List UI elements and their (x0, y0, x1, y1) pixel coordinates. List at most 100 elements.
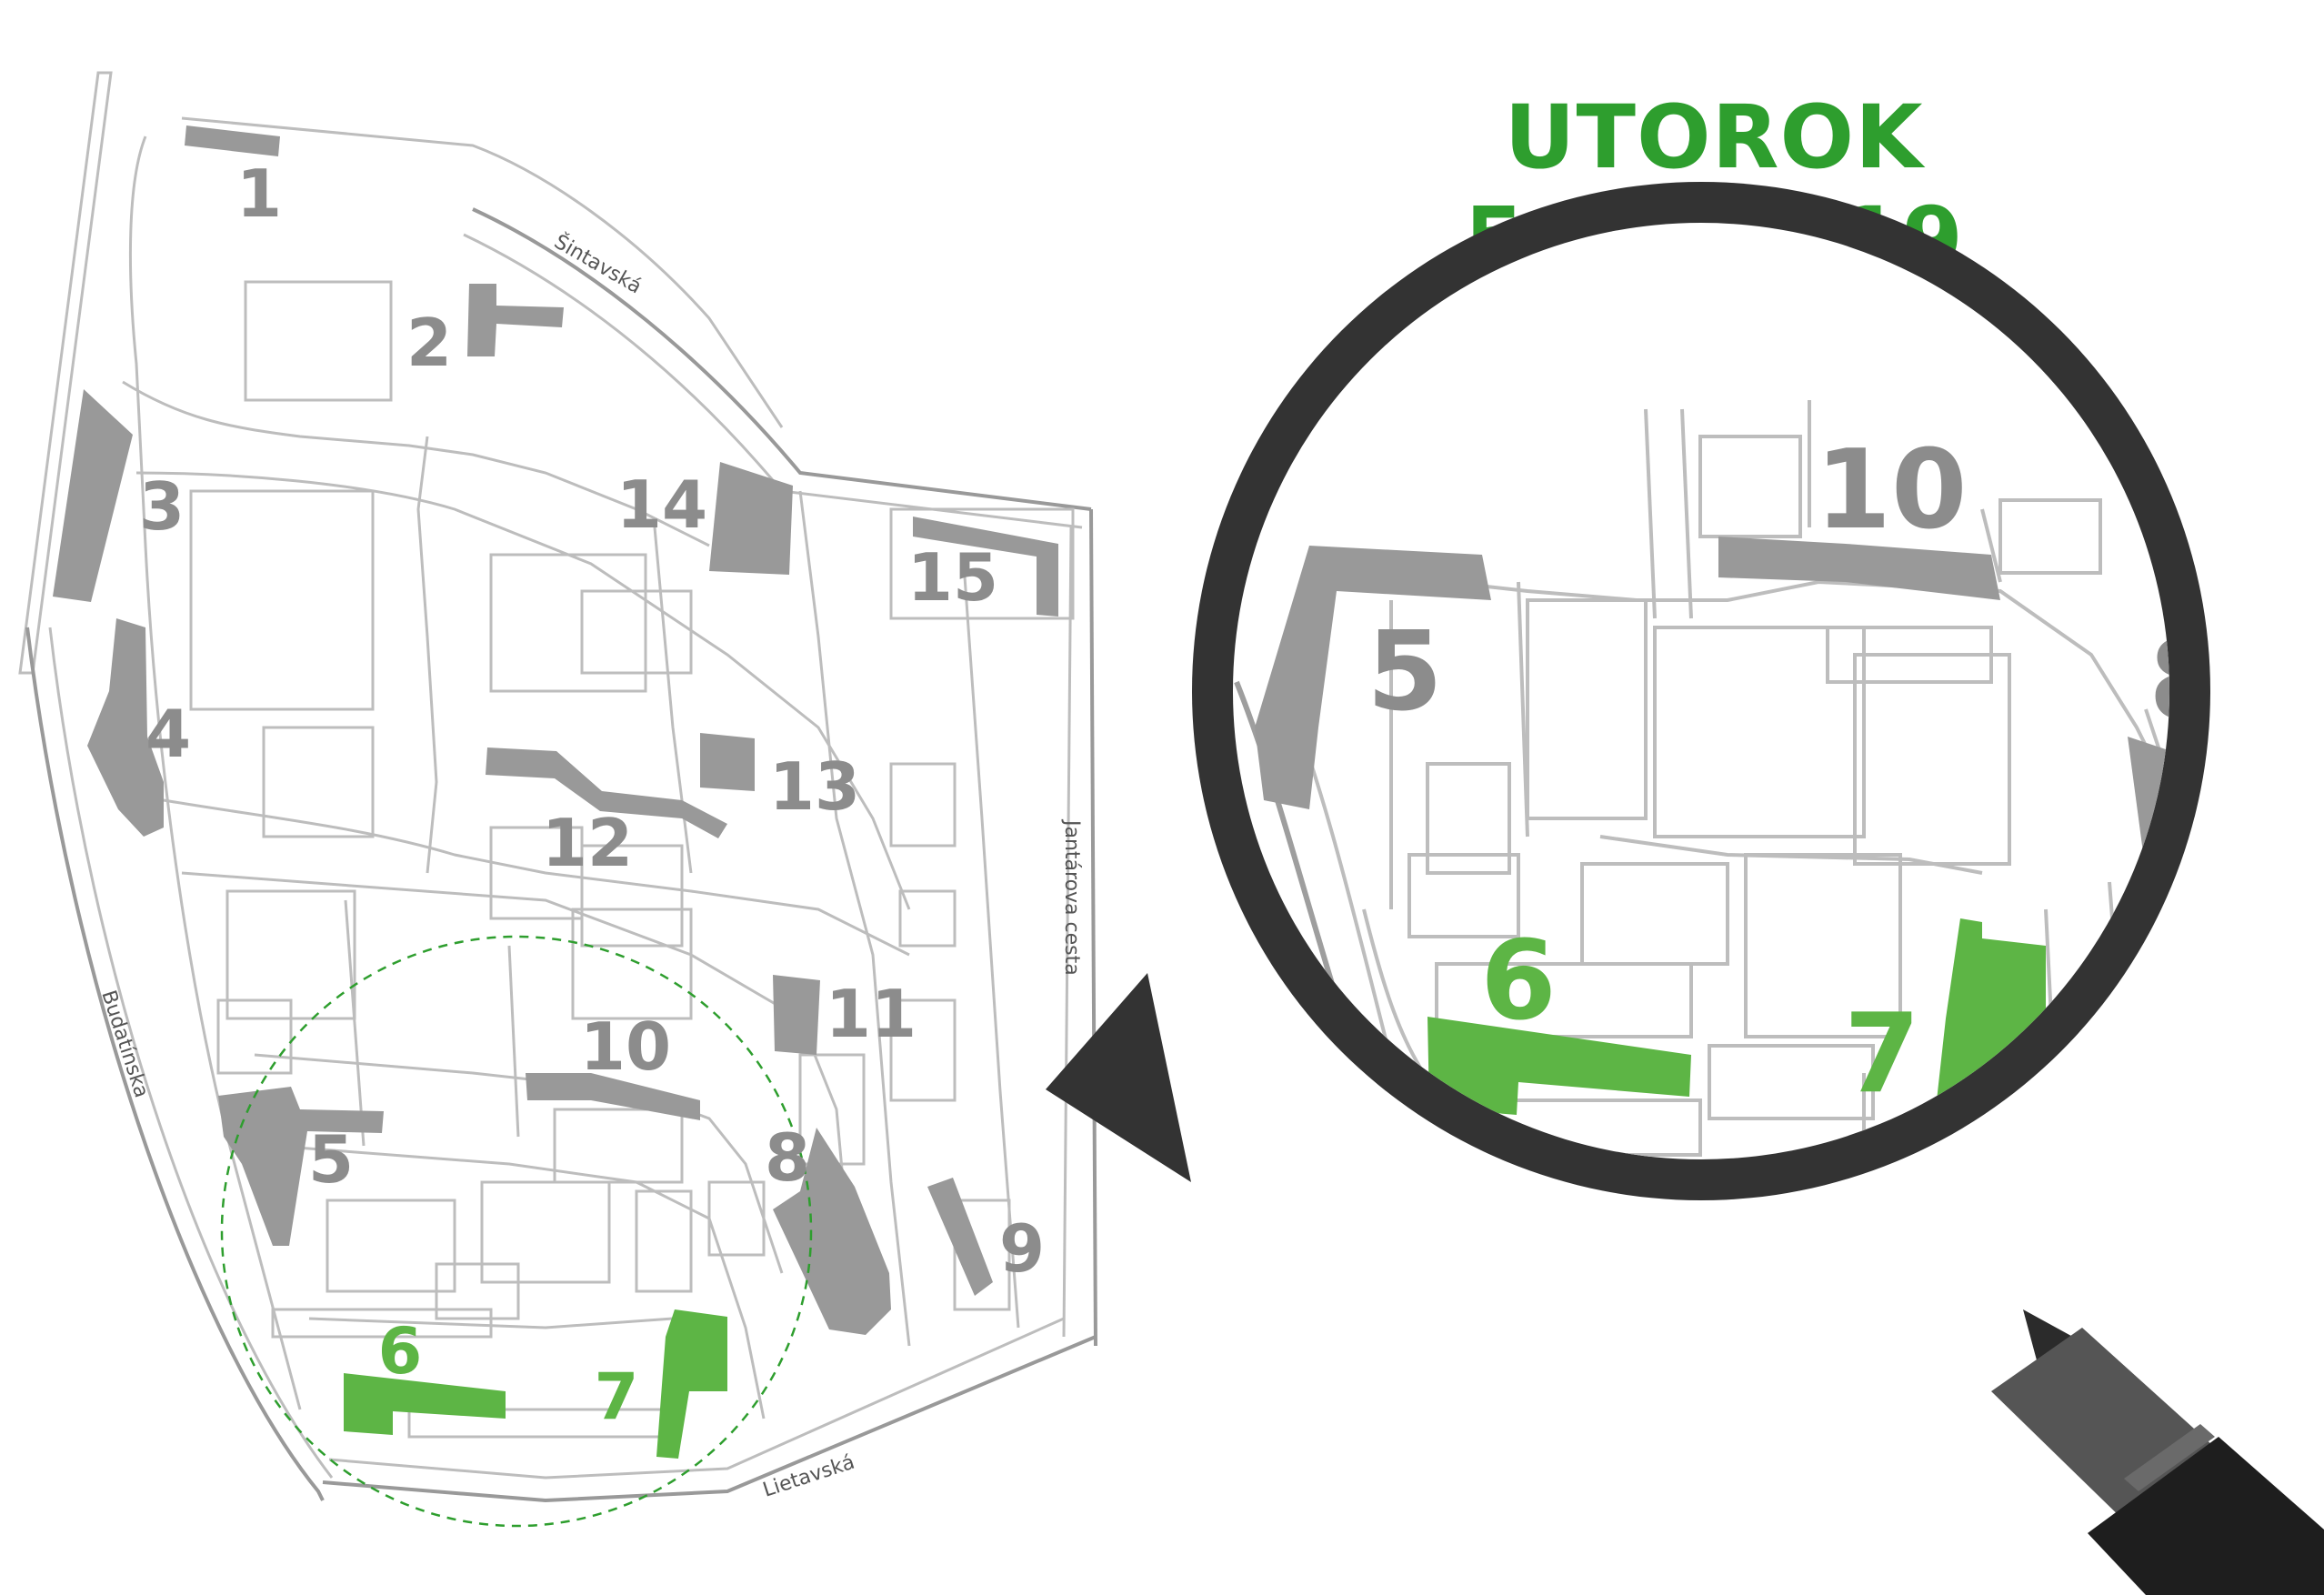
building-label-8: 8 (765, 1119, 810, 1196)
focus-circle (220, 935, 813, 1528)
zoom-parcel (1708, 1044, 1875, 1120)
building-labels: 1 2 3 4 5 6 7 8 9 10 11 12 13 14 15 (139, 155, 1045, 1434)
inner-road (416, 436, 438, 874)
building-3 (53, 389, 133, 602)
building-9 (927, 1178, 993, 1296)
building-label-11: 11 (826, 976, 917, 1052)
parcel (271, 1308, 493, 1339)
zoom-label-6: 6 (1480, 918, 1557, 1045)
zoomed-map: 10 5 6 7 8 (1234, 400, 2225, 1159)
parcel (262, 726, 375, 838)
parcel (635, 1189, 693, 1293)
magnifier-pointer (1046, 973, 1191, 1182)
parcel (216, 998, 293, 1075)
building-label-14: 14 (616, 466, 707, 543)
parcel (580, 589, 693, 675)
zoom-parcel (1426, 762, 1511, 875)
zoom-label-8: 8 (2149, 618, 2225, 745)
zoom-road (1980, 508, 2002, 583)
road-lietavska (322, 1335, 1097, 1503)
zoom-building-5 (1255, 546, 1491, 809)
building-8 (773, 1128, 891, 1335)
parcel (553, 1108, 684, 1184)
building-12 (486, 747, 727, 838)
inner-road (653, 527, 693, 874)
parcel (489, 553, 647, 693)
building-7 (656, 1309, 727, 1459)
parcel (189, 489, 375, 711)
parcel (889, 762, 957, 848)
road-sintavska-inner (463, 233, 1083, 529)
zoom-parcel (1744, 853, 1902, 1038)
zoom-building-6 (1427, 1017, 1691, 1115)
inner-road (128, 135, 302, 1410)
building-label-13: 13 (769, 748, 860, 825)
building-label-4: 4 (145, 696, 191, 772)
parcel (898, 889, 957, 948)
building-label-2: 2 (406, 305, 452, 381)
building-label-6: 6 (378, 1314, 423, 1389)
parcel (889, 507, 1075, 620)
road-budatinska (25, 627, 325, 1501)
parcel (953, 1199, 1011, 1311)
inner-road (163, 798, 910, 957)
zoom-road (1599, 835, 1983, 875)
parcel (480, 1180, 611, 1284)
inner-road (507, 945, 520, 1138)
magnifier-handle-dark (2088, 1437, 2324, 1595)
zoom-parcel (1698, 435, 1802, 538)
inner-road (798, 490, 911, 1347)
inner-road (135, 471, 911, 910)
zoom-label-5: 5 (1367, 609, 1443, 736)
building-4 (87, 618, 164, 837)
inner-road (181, 116, 784, 428)
road-jantarova-inner (1062, 527, 1073, 1338)
parcel (889, 998, 957, 1102)
building-label-10: 10 (580, 1008, 671, 1085)
building-1 (185, 125, 280, 156)
zoom-parcel (1853, 653, 2011, 866)
inner-road (122, 380, 710, 547)
inner-road (308, 1317, 674, 1329)
road-lietavska-inner (328, 1317, 1065, 1480)
parcel (580, 844, 684, 948)
building-label-9: 9 (999, 1210, 1045, 1287)
building-6 (344, 1373, 506, 1435)
street-label-jantarova: Jantárova cesta (1060, 818, 1083, 976)
building-label-1: 1 (236, 155, 282, 232)
zoom-building-10 (1718, 537, 2000, 600)
building-5 (218, 1087, 384, 1246)
building-10 (526, 1073, 700, 1120)
building-13 (700, 733, 755, 791)
inner-road (344, 899, 366, 1147)
road-sintavska (472, 207, 1092, 511)
magnifier-lens (1233, 223, 2169, 1159)
road-budatinska-inner (48, 627, 334, 1479)
site-map (18, 71, 1097, 1528)
zoom-parcel (1826, 626, 1993, 684)
zoom-parcel (1653, 626, 1866, 838)
zoom-parcel (1407, 853, 1520, 938)
zoom-road (1644, 408, 1657, 619)
building-11 (773, 975, 820, 1055)
building-label-5: 5 (308, 1121, 354, 1198)
zoom-label-10: 10 (1816, 427, 1968, 554)
street-label-sintavska: Šintavská (550, 230, 646, 299)
magnifier-handle-light (2124, 1424, 2215, 1491)
building-15 (913, 517, 1058, 617)
magnifier: 10 5 6 7 8 (1046, 182, 2324, 1595)
road-jantarova (1089, 508, 1097, 1347)
zoom-parcel (1526, 598, 1648, 820)
building-2 (467, 284, 564, 356)
parcel (707, 1180, 766, 1257)
building-label-7: 7 (595, 1359, 639, 1434)
building-14 (709, 462, 793, 575)
zoom-label-7: 7 (1844, 991, 1920, 1118)
parcel (435, 1262, 520, 1320)
building-label-15: 15 (907, 539, 998, 616)
parcel (244, 280, 393, 402)
building-label-3: 3 (139, 468, 185, 545)
zoom-parcel (1998, 498, 2102, 575)
parcel (326, 1199, 456, 1293)
